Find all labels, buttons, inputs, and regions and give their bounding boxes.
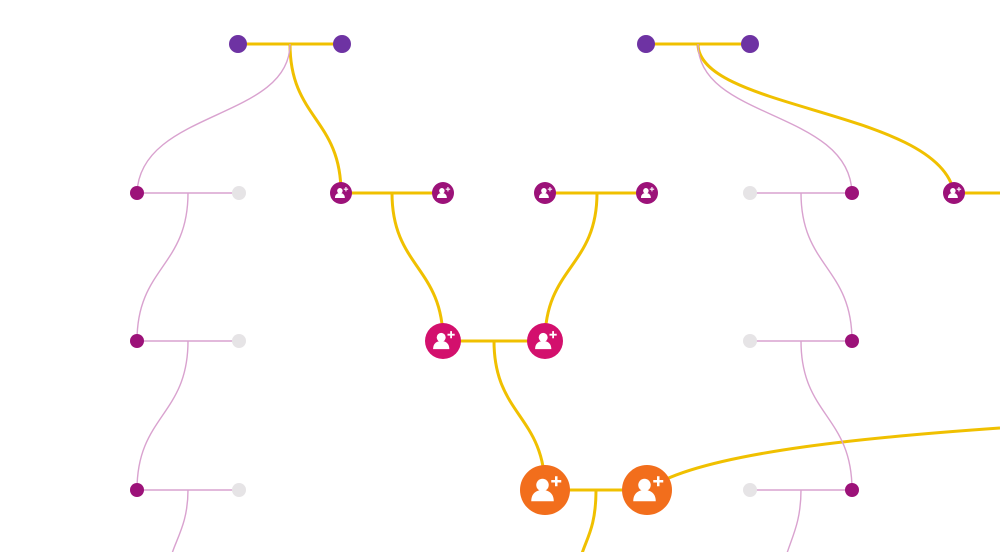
placeholder-node-circle xyxy=(743,334,757,348)
person-node[interactable] xyxy=(534,182,556,204)
secondary-link xyxy=(800,192,853,342)
placeholder-node-circle xyxy=(232,334,246,348)
placeholder-node-circle xyxy=(232,483,246,497)
person-node[interactable] xyxy=(845,186,859,200)
person-node-circle xyxy=(130,334,144,348)
ancestor-node[interactable] xyxy=(637,35,655,53)
primary-link xyxy=(390,192,445,342)
primary-link xyxy=(288,43,343,194)
ancestor-node[interactable] xyxy=(229,35,247,53)
person-node-circle xyxy=(130,483,144,497)
focus-node[interactable] xyxy=(622,465,672,515)
focus-node[interactable] xyxy=(520,465,570,515)
placeholder-node[interactable] xyxy=(743,483,757,497)
links-layer xyxy=(136,42,1000,552)
ancestor-node-circle xyxy=(637,35,655,53)
secondary-link xyxy=(786,489,802,552)
person-node-circle xyxy=(845,186,859,200)
person-node[interactable] xyxy=(130,483,144,497)
placeholder-node[interactable] xyxy=(232,186,246,200)
parent-node[interactable] xyxy=(527,323,563,359)
person-node-circle xyxy=(130,186,144,200)
person-node[interactable] xyxy=(432,182,454,204)
placeholder-node[interactable] xyxy=(743,186,757,200)
primary-link xyxy=(580,489,598,552)
person-node[interactable] xyxy=(130,334,144,348)
ancestor-node-circle xyxy=(333,35,351,53)
placeholder-node-circle xyxy=(743,483,757,497)
placeholder-node-circle xyxy=(743,186,757,200)
person-node[interactable] xyxy=(845,483,859,497)
person-node-circle xyxy=(845,334,859,348)
primary-link xyxy=(696,43,956,194)
nodes-layer xyxy=(130,35,965,515)
secondary-link xyxy=(136,192,189,342)
person-node[interactable] xyxy=(845,334,859,348)
person-node[interactable] xyxy=(943,182,965,204)
secondary-link xyxy=(800,340,853,491)
person-node[interactable] xyxy=(330,182,352,204)
add-person-icon xyxy=(433,331,455,350)
person-node-circle xyxy=(845,483,859,497)
ancestor-node[interactable] xyxy=(333,35,351,53)
add-person-icon xyxy=(531,476,562,502)
primary-link xyxy=(646,426,1000,492)
secondary-link xyxy=(136,340,189,491)
add-person-icon xyxy=(436,186,451,198)
person-node[interactable] xyxy=(636,182,658,204)
placeholder-node-circle xyxy=(232,186,246,200)
secondary-link xyxy=(136,43,291,194)
add-person-icon xyxy=(535,331,557,350)
ancestor-node[interactable] xyxy=(741,35,759,53)
placeholder-node[interactable] xyxy=(232,334,246,348)
person-node[interactable] xyxy=(130,186,144,200)
add-person-icon xyxy=(640,186,655,198)
placeholder-node[interactable] xyxy=(232,483,246,497)
add-person-icon xyxy=(538,186,553,198)
ancestor-node-circle xyxy=(229,35,247,53)
placeholder-node[interactable] xyxy=(743,334,757,348)
add-person-icon xyxy=(633,476,664,502)
add-person-icon xyxy=(947,186,962,198)
ancestor-node-circle xyxy=(741,35,759,53)
secondary-link xyxy=(171,489,189,552)
add-person-icon xyxy=(334,186,349,198)
primary-link xyxy=(543,192,599,342)
secondary-link xyxy=(697,43,853,194)
parent-node[interactable] xyxy=(425,323,461,359)
